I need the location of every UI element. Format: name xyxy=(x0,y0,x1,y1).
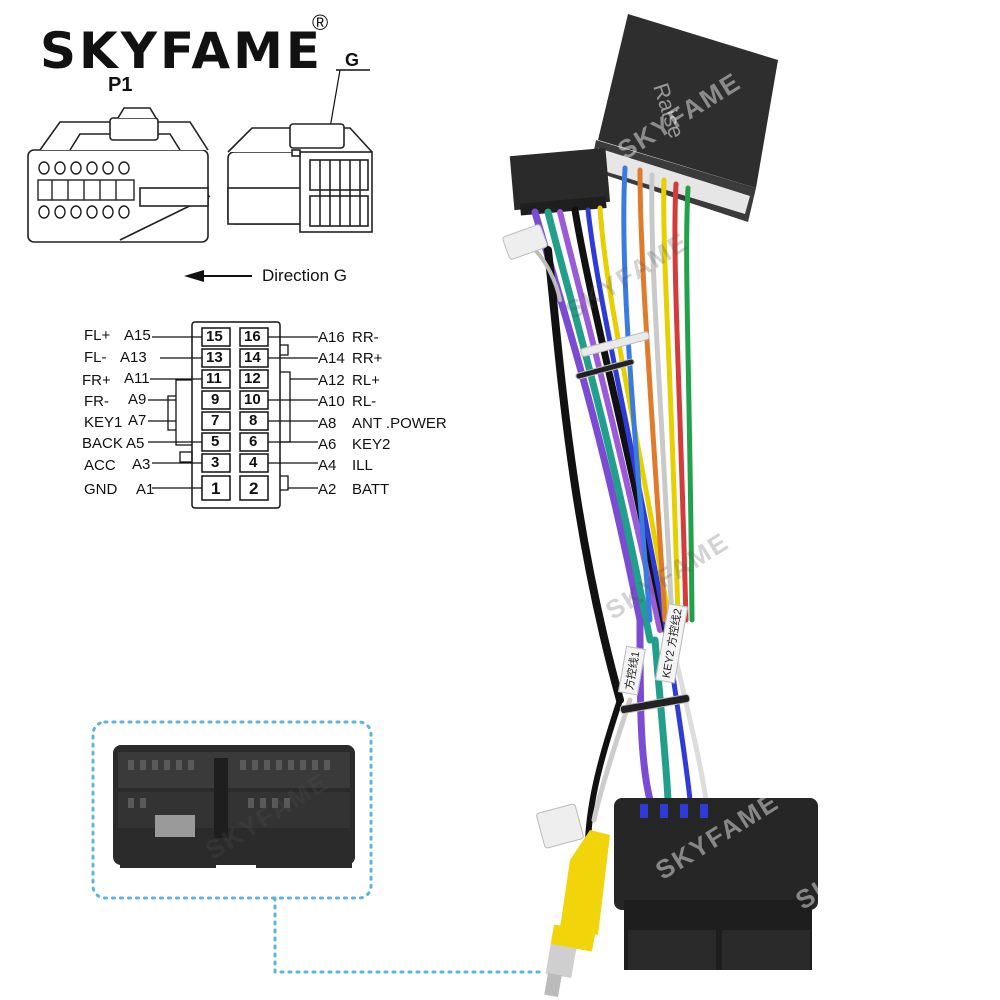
connector-p1-holes xyxy=(37,161,135,219)
zip-ties xyxy=(502,224,691,849)
vehicle-connector xyxy=(113,745,355,868)
brand-logo: SKYFAME xyxy=(40,22,323,80)
registered-mark: ® xyxy=(312,10,329,35)
iso-connector xyxy=(509,147,611,216)
decoder-box xyxy=(590,14,778,222)
wire-bundle xyxy=(531,165,709,843)
output-connector xyxy=(614,798,818,970)
label-g: G xyxy=(345,50,360,70)
callout-dotted xyxy=(91,720,542,974)
connector-p1-drawing xyxy=(27,107,211,243)
label-p1: P1 xyxy=(108,74,133,96)
rca-connector xyxy=(544,830,610,998)
connector-g-drawing xyxy=(227,123,373,233)
direction-label: Direction G xyxy=(262,266,348,285)
direction-arrow xyxy=(184,270,252,282)
